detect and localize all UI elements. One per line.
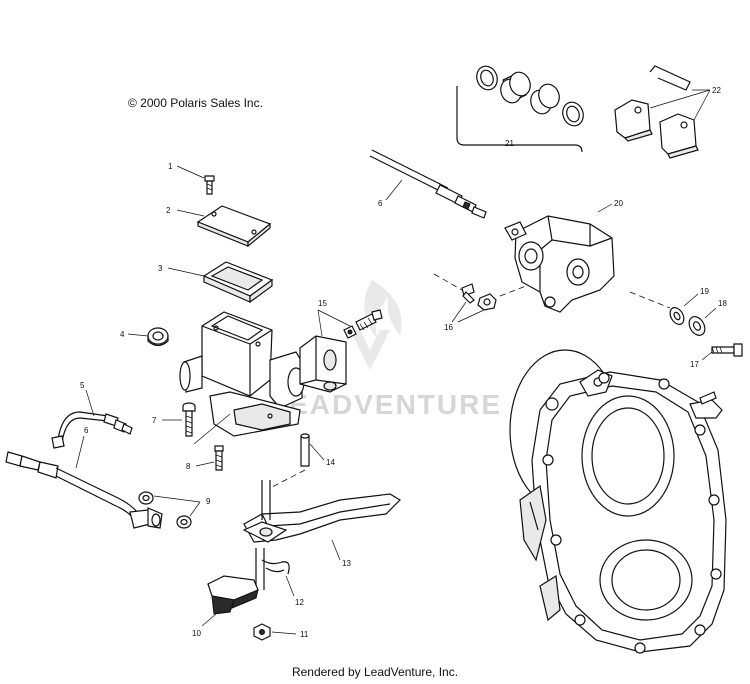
part-13-brake-lever: 13 xyxy=(242,480,401,590)
part-5-brake-switch: 5 xyxy=(51,381,133,449)
watermark-logo xyxy=(350,280,402,370)
part-3-diaphragm: 3 xyxy=(158,261,274,304)
part-17-bolt: 17 xyxy=(690,343,743,369)
part-21-pistons: 21 xyxy=(456,65,584,153)
footer-credit: Rendered by LeadVenture, Inc. xyxy=(291,665,459,679)
callout-6-upper: 6 xyxy=(378,199,383,208)
callout-9: 9 xyxy=(206,497,211,506)
part-8-screw: 8 xyxy=(186,445,224,471)
callout-16: 16 xyxy=(444,323,453,332)
part-11-nut: 11 xyxy=(253,623,309,641)
callout-17: 17 xyxy=(690,360,699,369)
callout-8: 8 xyxy=(186,462,191,471)
part-1-screw: 1 xyxy=(168,162,215,195)
part-2-reservoir-cover: 2 xyxy=(166,205,272,248)
callout-20: 20 xyxy=(614,199,623,208)
master-cylinder-body xyxy=(179,311,305,437)
callout-15: 15 xyxy=(318,299,327,308)
part-9-crush-washers: 9 xyxy=(138,491,211,529)
callout-3: 3 xyxy=(158,264,163,273)
callout-10: 10 xyxy=(192,629,201,638)
callout-1: 1 xyxy=(168,162,173,171)
part-19-washer: 19 xyxy=(629,287,709,325)
callout-2: 2 xyxy=(166,206,171,215)
part-4-seal-ring: 4 xyxy=(120,327,169,347)
callout-6-lower: 6 xyxy=(84,426,89,435)
part-7-bolt: 7 xyxy=(152,402,231,445)
callout-22: 22 xyxy=(712,86,721,95)
callout-5: 5 xyxy=(80,381,85,390)
callout-14: 14 xyxy=(326,458,335,467)
part-15-handlebar-clamp: 15 xyxy=(299,299,383,393)
part-16-bleeder-and-nut: 16 xyxy=(433,273,527,332)
part-6-brake-hose-upper: 6 xyxy=(369,149,487,219)
copyright-notice: © 2000 Polaris Sales Inc. xyxy=(128,96,263,110)
callout-12: 12 xyxy=(295,598,304,607)
callout-19: 19 xyxy=(700,287,709,296)
watermark: LEADVENTURE xyxy=(270,389,503,420)
callout-11: 11 xyxy=(300,630,309,639)
callout-18: 18 xyxy=(718,299,727,308)
part-18-washer: 18 xyxy=(688,299,727,336)
chaincase-housing xyxy=(509,349,727,654)
callout-7: 7 xyxy=(152,416,157,425)
part-20-brake-caliper: 20 xyxy=(504,199,623,313)
part-12-lever-spring: 12 xyxy=(261,559,304,607)
callout-21: 21 xyxy=(505,139,514,148)
part-10-lever-adjuster: 10 xyxy=(192,575,259,638)
part-14-pivot-pin: 14 xyxy=(269,433,335,489)
callout-4: 4 xyxy=(120,330,125,339)
callout-13: 13 xyxy=(342,559,351,568)
part-6-brake-hose-lower: 6 xyxy=(5,426,163,529)
part-22-brake-pads: 22 xyxy=(614,65,721,159)
